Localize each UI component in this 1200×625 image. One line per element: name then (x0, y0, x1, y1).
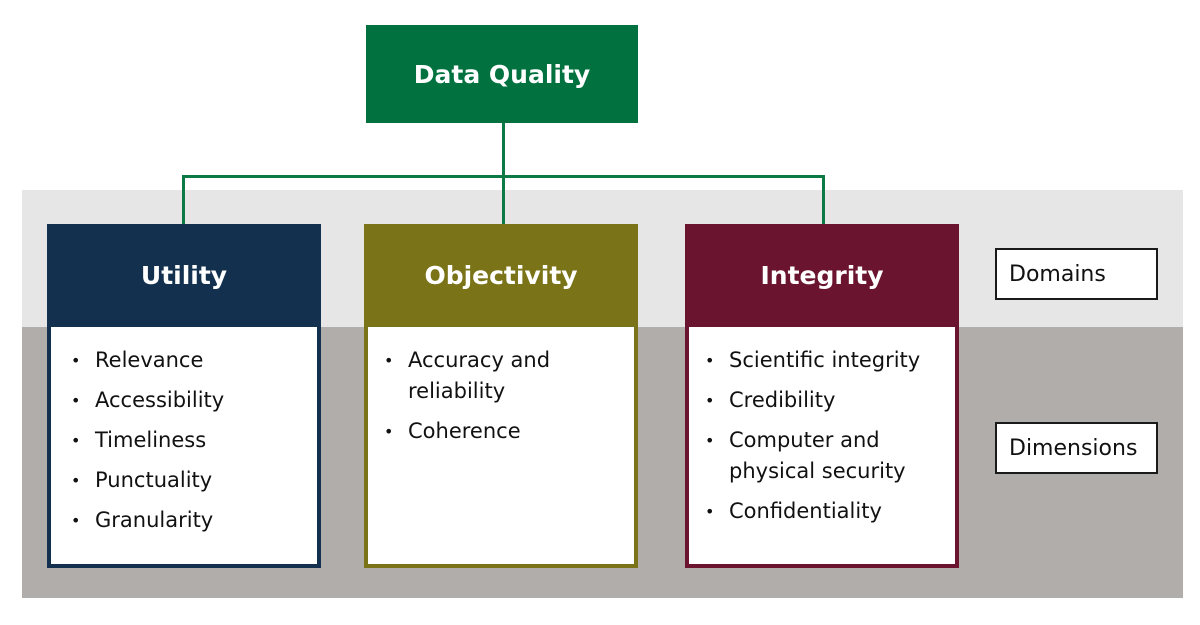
root-title: Data Quality (413, 59, 591, 89)
legend-domains-text: Domains (1009, 261, 1106, 287)
list-item: Scientific integrity (705, 345, 945, 376)
connector-integrity (822, 175, 825, 224)
connector-horizontal (182, 175, 825, 178)
list-item: Punctuality (71, 465, 307, 496)
dimensions-list: Relevance Accessibility Timeliness Punct… (71, 345, 307, 536)
list-item: Confidentiality (705, 496, 945, 527)
domain-header: Objectivity (364, 224, 638, 327)
list-item: Timeliness (71, 425, 307, 456)
legend-dimensions-label: Dimensions (995, 422, 1158, 474)
domain-title: Integrity (760, 261, 884, 290)
dimensions-list: Scientific integrity Credibility Compute… (705, 345, 945, 527)
legend-dimensions-text: Dimensions (1009, 435, 1138, 461)
connector-root-stem (502, 123, 505, 224)
dimensions-list-box: Relevance Accessibility Timeliness Punct… (51, 327, 317, 564)
list-item: Accuracy and reliability (384, 345, 624, 407)
list-item: Computer and physical security (705, 425, 945, 487)
dimensions-list: Accuracy and reliability Coherence (384, 345, 624, 447)
list-item: Credibility (705, 385, 945, 416)
list-item: Accessibility (71, 385, 307, 416)
domain-header: Integrity (685, 224, 959, 327)
dimensions-list-box: Accuracy and reliability Coherence (368, 327, 634, 564)
connector-utility (182, 175, 185, 224)
domain-title: Objectivity (424, 261, 578, 290)
domain-utility: Utility Relevance Accessibility Timeline… (47, 224, 321, 568)
root-node-data-quality: Data Quality (366, 25, 638, 123)
domain-objectivity: Objectivity Accuracy and reliability Coh… (364, 224, 638, 568)
legend-domains-label: Domains (995, 248, 1158, 300)
list-item: Relevance (71, 345, 307, 376)
domain-header: Utility (47, 224, 321, 327)
dimensions-list-box: Scientific integrity Credibility Compute… (689, 327, 955, 564)
domain-integrity: Integrity Scientific integrity Credibili… (685, 224, 959, 568)
list-item: Granularity (71, 505, 307, 536)
domain-title: Utility (140, 261, 228, 290)
list-item: Coherence (384, 416, 624, 447)
